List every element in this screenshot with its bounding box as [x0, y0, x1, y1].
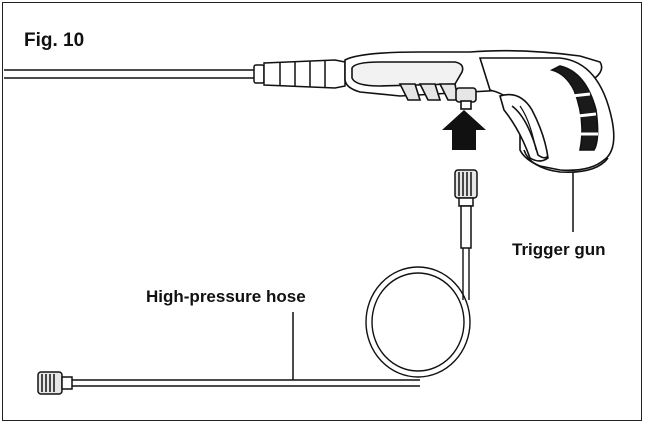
figure-title: Fig. 10 [24, 30, 85, 51]
hose-coupling-upper [454, 169, 478, 249]
high-pressure-hose-label: High-pressure hose [146, 287, 306, 306]
trigger-gun [344, 49, 615, 174]
up-arrow-icon [442, 110, 486, 150]
lance-coupling [253, 59, 346, 89]
trigger-gun-label: Trigger gun [512, 240, 606, 259]
hose-coupling-lower [37, 371, 73, 395]
high-pressure-hose [60, 248, 471, 387]
lance-tube [4, 69, 256, 79]
